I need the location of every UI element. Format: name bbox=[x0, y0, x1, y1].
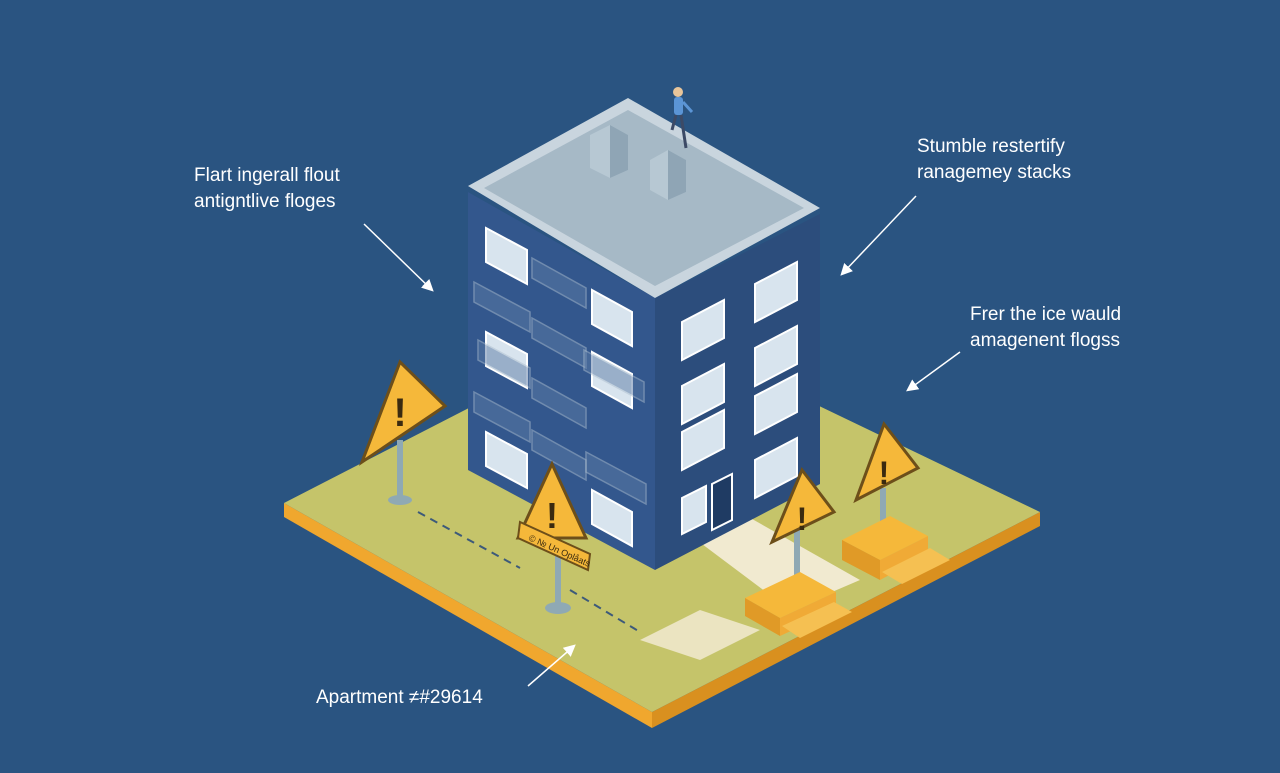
person-figure bbox=[670, 87, 694, 149]
warning-sign-icon bbox=[358, 359, 448, 466]
sign-base-1 bbox=[745, 572, 836, 618]
warning-sign-right-2: ! bbox=[842, 420, 950, 584]
ground-edge-left bbox=[284, 503, 652, 728]
ground-edge-right bbox=[652, 512, 1040, 728]
arrow-bottom-left bbox=[527, 644, 576, 687]
arrow-top-right bbox=[840, 195, 917, 276]
svg-text:!: ! bbox=[393, 391, 406, 435]
apartment-building bbox=[468, 87, 820, 570]
annotation-top-left-line-1: Flart ingerall flout bbox=[194, 165, 340, 186]
annotation-apartment-id: Apartment ≠#29614 bbox=[316, 685, 483, 711]
balconies bbox=[473, 256, 647, 506]
arrow-top-left bbox=[363, 223, 434, 292]
arrow-middle-right bbox=[906, 351, 961, 392]
rooftop-vent-1 bbox=[590, 125, 628, 178]
annotation-top-right: Stumble restertify ranagemey stacks bbox=[917, 134, 1071, 186]
apartment-id-text: Apartment ≠#29614 bbox=[316, 687, 483, 708]
annotation-top-left-line-2: antigntlive floges bbox=[194, 191, 336, 212]
annotation-middle-right-line-2: amagenent flogss bbox=[970, 330, 1120, 351]
annotation-top-left: Flart ingerall flout antigntlive floges bbox=[194, 163, 340, 215]
roof-top bbox=[484, 110, 804, 286]
annotation-middle-right: Frer the ice wauld amagenent flogss bbox=[970, 302, 1121, 354]
svg-text:!: ! bbox=[797, 501, 808, 537]
rooftop-vent-2 bbox=[650, 150, 686, 200]
warning-sign-icon bbox=[769, 467, 837, 546]
building-door bbox=[711, 472, 733, 532]
walkway-lower bbox=[640, 610, 760, 660]
warning-sign-right-1: ! bbox=[745, 467, 852, 638]
svg-text:!: ! bbox=[879, 455, 890, 491]
svg-text:!: ! bbox=[546, 495, 558, 536]
warning-sign-left: ! bbox=[358, 359, 448, 505]
sign-plate bbox=[516, 520, 592, 572]
ground-dashes bbox=[417, 511, 641, 633]
warning-sign-icon bbox=[853, 420, 921, 504]
annotation-top-right-line-1: Stumble restertify bbox=[917, 136, 1065, 157]
right-face-windows bbox=[681, 260, 798, 536]
sign-base-2 bbox=[842, 516, 928, 560]
annotation-top-right-line-2: ranagemey stacks bbox=[917, 162, 1072, 183]
annotation-middle-right-line-1: Frer the ice wauld bbox=[970, 304, 1122, 325]
annotation-arrows bbox=[363, 195, 961, 687]
